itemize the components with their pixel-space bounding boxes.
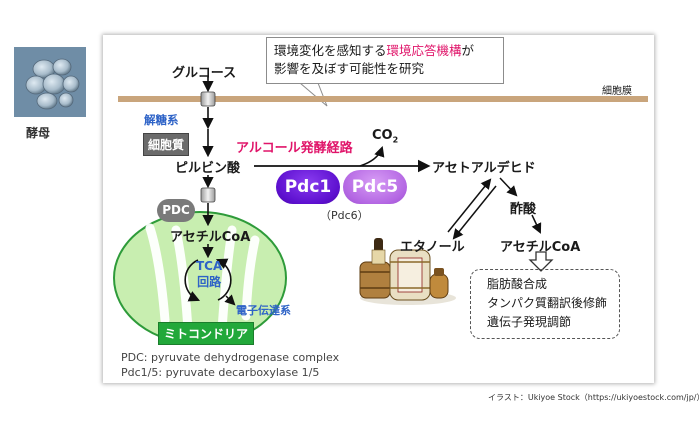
acetyl-coa-mito-label: アセチルCoA (170, 230, 251, 245)
glycolysis-label: 解糖系 (144, 113, 179, 127)
note-line-1: 環境変化を感知する環境応答機構が (274, 42, 496, 60)
mito-pyruvate-transporter (200, 187, 216, 203)
pdc-complex-badge: PDC (157, 199, 195, 222)
yeast-label: 酵母 (26, 126, 51, 140)
arrow-acetaldehyde-to-ethanol (452, 185, 497, 240)
illustration-credit: イラスト：Ukiyoe Stock（https://ukiyoestock.co… (488, 393, 700, 402)
cytoplasm-tag: 細胞質 (143, 133, 190, 156)
output-item: 脂肪酸合成 (487, 277, 548, 291)
research-note-bubble: 環境変化を感知する環境応答機構が 影響を及ぼす可能性を研究 (266, 37, 504, 84)
co2-label: CO2 (372, 128, 398, 145)
legend-pdc: PDC: pyruvate dehydrogenase complex (121, 351, 340, 364)
co2-text: CO (372, 128, 393, 143)
arrow-acetaldehyde-to-acetic-acid (499, 177, 518, 197)
arrow-co2-release (359, 146, 385, 167)
pdc5-enzyme: Pdc5 (343, 170, 407, 204)
note-line-2: 影響を及ぼす可能性を研究 (274, 61, 425, 76)
sake-barrel-illustration (359, 238, 456, 305)
tca-cycle-arrow-left (184, 259, 201, 302)
ethanol-label: エタノール (400, 240, 465, 255)
output-item: タンパク質翻訳後修飾 (487, 296, 608, 310)
pdc6-label: （Pdc6） (320, 209, 369, 222)
co2-subscript: 2 (392, 135, 399, 145)
electron-transport-label: 電子伝達系 (236, 304, 291, 317)
note-bubble-tail (298, 82, 328, 107)
acetic-acid-label: 酢酸 (510, 202, 537, 217)
mitochondria-tag: ミトコンドリア (158, 322, 255, 345)
arrow-acetic-acid-to-acetylcoa (531, 214, 542, 234)
tca-cycle-arrow-right (215, 258, 232, 301)
legend-pdc15: Pdc1/5: pyruvate decarboxylase 1/5 (121, 366, 320, 379)
glucose-label: グルコース (172, 66, 237, 81)
arrow-ethanol-to-acetaldehyde (447, 178, 492, 233)
mitochondria-cristae (145, 223, 260, 335)
tca-cycle-label: TCA 回路 (196, 258, 222, 290)
pdc1-enzyme: Pdc1 (276, 170, 340, 204)
fermentation-pathway-label: アルコール発酵経路 (236, 141, 353, 156)
tca-line-1: TCA (196, 259, 223, 273)
downstream-functions-box: 脂肪酸合成 タンパク質翻訳後修飾 遺伝子発現調節 (470, 269, 620, 339)
hollow-arrow-down (528, 251, 554, 272)
cell-membrane (118, 96, 648, 102)
note-text: が (461, 43, 475, 58)
tca-line-2: 回路 (197, 275, 222, 289)
note-text: 環境変化を感知する (274, 43, 387, 58)
acetaldehyde-label: アセトアルデヒド (432, 161, 536, 176)
yeast-micrograph (14, 47, 86, 117)
arrow-tca-to-electron-transport (224, 294, 236, 306)
output-item: 遺伝子発現調節 (487, 315, 572, 329)
membrane-label: 細胞膜 (602, 86, 632, 97)
note-highlight: 環境応答機構 (386, 43, 462, 58)
acetyl-coa-cytosol-label: アセチルCoA (500, 240, 581, 255)
pyruvate-label: ピルビン酸 (175, 161, 241, 176)
glucose-transporter (200, 91, 216, 107)
